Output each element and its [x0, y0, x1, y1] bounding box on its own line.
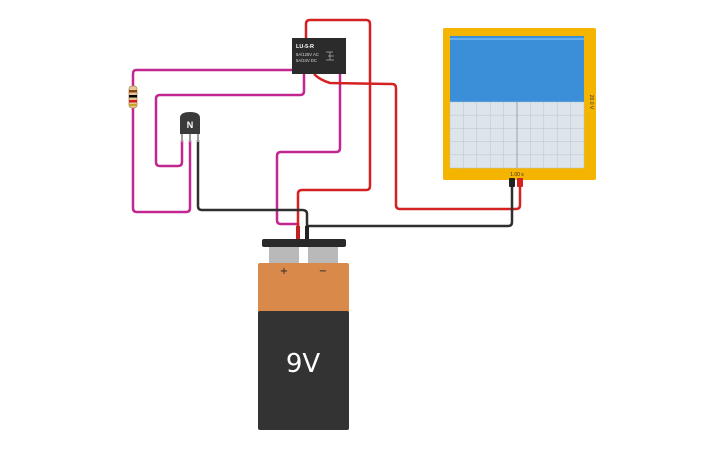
wire-battery-to-scope[interactable] — [307, 184, 514, 228]
wires — [131, 18, 522, 232]
battery-cap — [262, 239, 346, 247]
resistor-band-1 — [129, 90, 137, 93]
relay-contact-symbol-icon — [326, 51, 334, 61]
oscilloscope-probe-red[interactable] — [517, 178, 523, 187]
battery-plus-sign: + — [280, 266, 288, 277]
resistor-band-3 — [129, 100, 137, 103]
relay[interactable]: LU-5-R 5A/125V AC 5A/24V DC — [292, 38, 346, 74]
battery-top — [258, 263, 349, 313]
wire-relay-to-transistor[interactable] — [154, 74, 306, 168]
wire-relay-to-battery-plus[interactable] — [275, 74, 342, 232]
battery[interactable]: + − 9V — [258, 226, 349, 430]
battery-lead-plus[interactable] — [296, 226, 300, 239]
resistor-band-2 — [129, 95, 137, 98]
wire-resistor-to-transistor[interactable] — [131, 108, 192, 214]
oscilloscope-volt-label: 20.0 V — [588, 95, 594, 110]
wire-relay-to-resistor[interactable] — [131, 68, 294, 86]
resistor[interactable] — [128, 85, 138, 109]
battery-plus-terminal[interactable] — [269, 244, 299, 263]
battery-minus-terminal[interactable] — [308, 244, 338, 263]
oscilloscope-screen-top — [450, 36, 584, 102]
oscilloscope[interactable]: 1.00 s 20.0 V — [443, 28, 596, 187]
npn-transistor-icon — [180, 112, 200, 134]
relay-spec-line1: 5A/125V AC — [296, 52, 319, 57]
transistor-label: N — [187, 120, 194, 130]
transistor[interactable]: N — [180, 112, 200, 142]
battery-lead-minus[interactable] — [305, 226, 309, 239]
oscilloscope-time-label: 1.00 s — [510, 172, 524, 178]
wire-relay-loop-to-battery[interactable] — [296, 18, 372, 232]
oscilloscope-probe-black[interactable] — [509, 178, 515, 187]
wire-transistor-to-battery-minus[interactable] — [196, 140, 309, 232]
battery-body — [258, 311, 349, 430]
oscilloscope-grid — [449, 101, 585, 169]
wire-relay-to-scope[interactable] — [313, 73, 522, 211]
resistor-band-4 — [129, 104, 137, 106]
relay-spec-line2: 5A/24V DC — [296, 58, 317, 63]
battery-minus-sign: − — [319, 266, 327, 277]
relay-title: LU-5-R — [296, 44, 314, 50]
relay-body — [292, 38, 346, 74]
battery-voltage-label: 9V — [286, 349, 321, 379]
